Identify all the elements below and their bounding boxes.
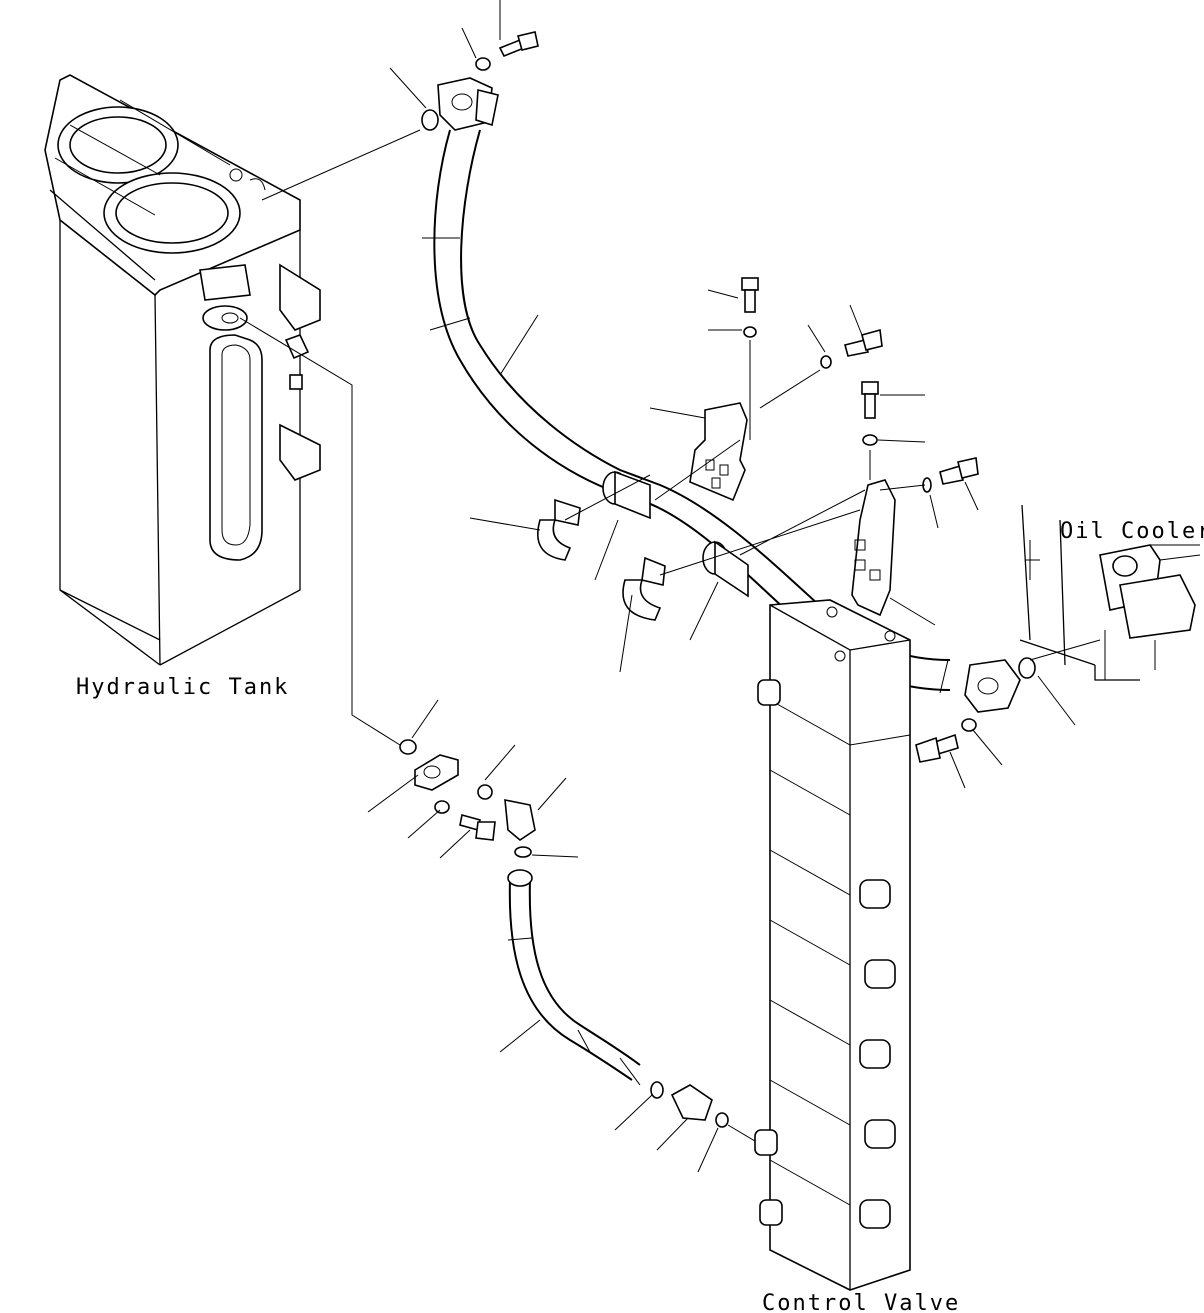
control-valve-label: Control Valve — [762, 1291, 960, 1313]
suction-hose — [422, 77, 1021, 713]
bracket-upper — [689, 402, 748, 502]
lower-fittings — [399, 739, 729, 1128]
clamp-2 — [622, 556, 666, 621]
bolts-upper — [421, 31, 1036, 763]
bracket-lower — [851, 479, 896, 617]
hydraulic-tank — [44, 74, 321, 666]
control-valve — [754, 599, 911, 1291]
hydraulic-tank-label: Hydraulic Tank — [76, 675, 289, 700]
clamp-1 — [537, 498, 581, 561]
oil-cooler — [1019, 504, 1201, 681]
oil-cooler-label: Oil Cooler — [1060, 519, 1204, 544]
